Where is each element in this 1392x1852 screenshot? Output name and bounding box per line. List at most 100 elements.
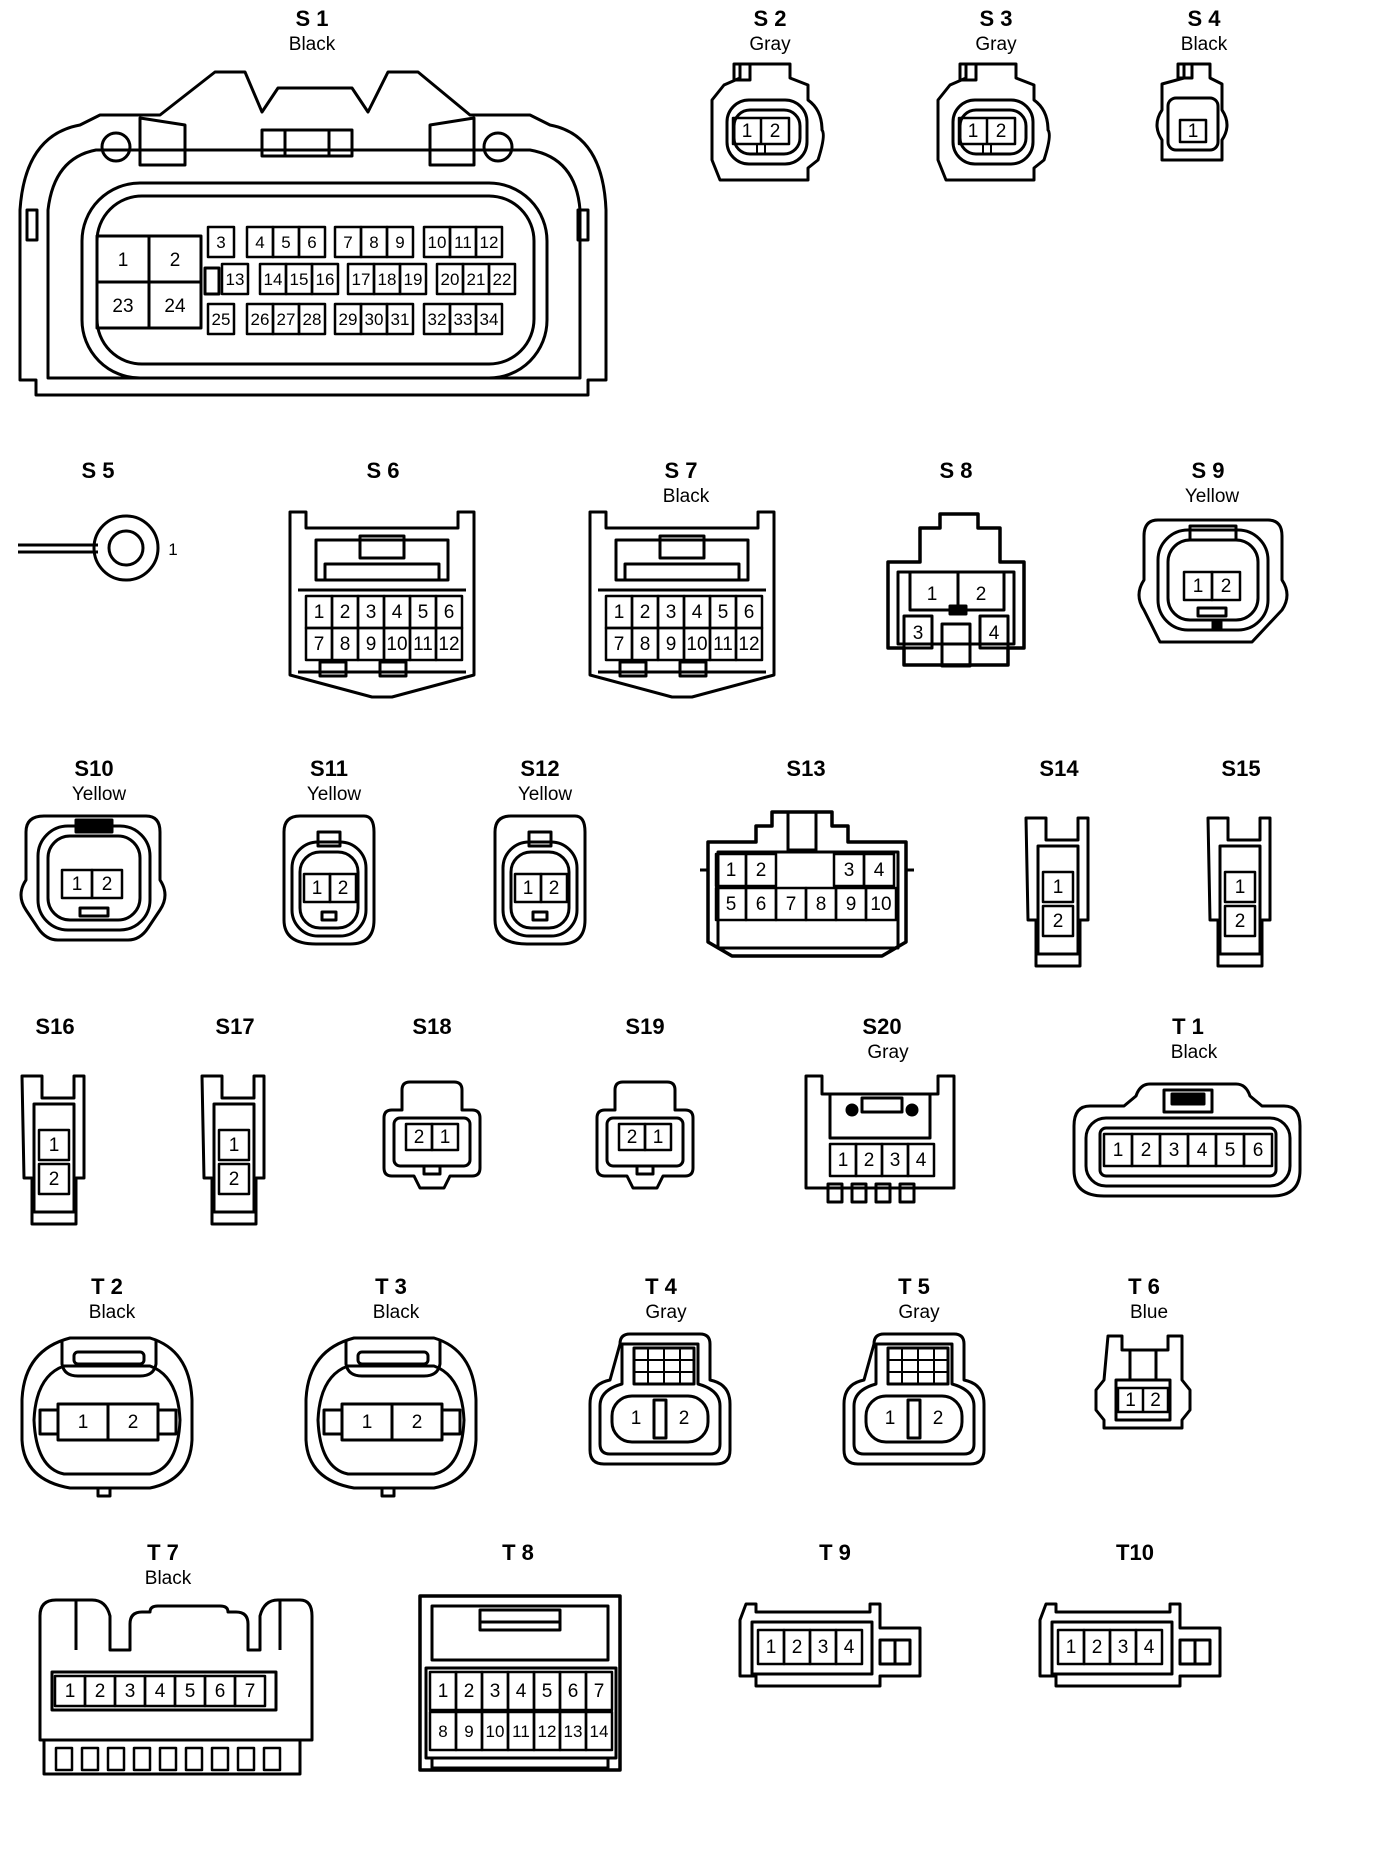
connector-label: S 5 xyxy=(81,458,114,483)
connector-label: S 1 xyxy=(295,6,328,31)
pin-label: 6 xyxy=(307,233,316,252)
connector-s3: S 3 Gray xyxy=(936,6,1051,182)
connector-color: Gray xyxy=(645,1302,687,1323)
pin-cell xyxy=(385,302,415,336)
pin-label: 8 xyxy=(340,634,351,655)
connector-label: S20 xyxy=(862,1014,901,1039)
pin-label: 4 xyxy=(874,860,885,881)
pin-cell xyxy=(487,262,517,296)
connector-color: Black xyxy=(373,1302,420,1323)
connector-s15: S15 xyxy=(1206,756,1272,968)
pin-cell xyxy=(310,262,340,296)
pin-label: 29 xyxy=(339,310,358,329)
pin-label: 3 xyxy=(844,860,855,881)
pin-label: 1 xyxy=(168,540,177,559)
pin-label: 10 xyxy=(386,634,407,655)
pin-label: 7 xyxy=(594,1681,605,1702)
pin-label: 2 xyxy=(770,121,781,142)
pin-cell xyxy=(1210,570,1242,602)
pin-label: 2 xyxy=(95,1681,106,1702)
connector-t2: T 2 Black xyxy=(20,1274,194,1498)
pin-label: 4 xyxy=(392,602,403,623)
pin-label: 4 xyxy=(916,1150,927,1171)
terminal-foot xyxy=(80,1746,100,1772)
pin-label: 1 xyxy=(968,121,979,142)
pin-label: 5 xyxy=(1225,1140,1236,1161)
connector-t9: T 9 xyxy=(738,1540,922,1688)
pin-label: 17 xyxy=(352,270,371,289)
connector-label: S13 xyxy=(786,756,825,781)
pin-label: 1 xyxy=(726,860,737,881)
pin-label: 15 xyxy=(290,270,309,289)
pin-label: 1 xyxy=(1193,576,1204,597)
pin-label: 1 xyxy=(614,602,625,623)
terminal-foot xyxy=(54,1746,74,1772)
pin-label: 1 xyxy=(523,878,534,899)
connector-label: S15 xyxy=(1221,756,1260,781)
connector-s16: S16 xyxy=(20,1014,86,1226)
connector-color: Yellow xyxy=(72,784,127,805)
pin-label: 1 xyxy=(1113,1140,1124,1161)
pin-label: 2 xyxy=(170,250,181,271)
connector-label: S 9 xyxy=(1191,458,1224,483)
connector-color: Yellow xyxy=(518,784,573,805)
pin-label: 11 xyxy=(512,1722,530,1741)
terminal-foot xyxy=(106,1746,126,1772)
pin-label: 6 xyxy=(756,894,767,915)
pin-label: 19 xyxy=(404,270,423,289)
pin-label: 3 xyxy=(1169,1140,1180,1161)
terminal-foot xyxy=(210,1746,230,1772)
connector-label: S12 xyxy=(520,756,559,781)
pin-label: 1 xyxy=(118,250,129,271)
pin-cell xyxy=(834,1628,864,1666)
connector-s2: S 2 Gray xyxy=(710,6,825,182)
pin-label: 1 xyxy=(65,1681,76,1702)
connector-color: Black xyxy=(1171,1042,1218,1063)
pin-label: 4 xyxy=(155,1681,166,1702)
pin-label: 1 xyxy=(927,584,938,605)
connector-color: Yellow xyxy=(307,784,362,805)
connector-s5: S 5 1 xyxy=(18,458,178,582)
pin-label: 2 xyxy=(792,1637,803,1658)
pin-label: 1 xyxy=(72,874,83,895)
connector-s20: S20 Gray xyxy=(804,1014,956,1204)
connector-label: S17 xyxy=(215,1014,254,1039)
pin-label: 4 xyxy=(1197,1140,1208,1161)
terminal-foot xyxy=(132,1746,152,1772)
pin-cell xyxy=(906,1142,936,1178)
connector-label: T10 xyxy=(1116,1540,1154,1565)
pin-label: 9 xyxy=(395,233,404,252)
connector-label: S14 xyxy=(1039,756,1079,781)
terminal-feet xyxy=(54,1746,282,1772)
connector-label: S 7 xyxy=(664,458,697,483)
pin-label: 4 xyxy=(692,602,703,623)
pin-label: 1 xyxy=(78,1412,89,1433)
pin-label: 1 xyxy=(49,1135,60,1156)
pin-label: 4 xyxy=(844,1637,855,1658)
pin-label: 20 xyxy=(441,270,460,289)
pin-cell xyxy=(474,302,504,336)
connector-label: T 7 xyxy=(147,1540,179,1565)
pin-label: 2 xyxy=(627,1127,638,1148)
pin-label: 7 xyxy=(343,233,352,252)
pin-label: 13 xyxy=(564,1722,583,1741)
connector-label: T 4 xyxy=(645,1274,678,1299)
connector-label: T 2 xyxy=(91,1274,123,1299)
pin-label: 3 xyxy=(666,602,677,623)
pin-label: 2 xyxy=(864,1150,875,1171)
pin-label: 9 xyxy=(846,894,857,915)
pin-label: 3 xyxy=(125,1681,136,1702)
connector-t10: T10 xyxy=(1038,1540,1222,1688)
pin-label: 1 xyxy=(229,1135,240,1156)
connector-label: S18 xyxy=(412,1014,451,1039)
connector-label: T 5 xyxy=(898,1274,930,1299)
connector-t6: T 6 Blue xyxy=(1094,1274,1192,1430)
pin-label: 26 xyxy=(251,310,270,329)
pin-label: 18 xyxy=(378,270,397,289)
pin-label: 1 xyxy=(838,1150,849,1171)
connector-label: S19 xyxy=(625,1014,664,1039)
connector-label: S10 xyxy=(74,756,113,781)
pin-cell xyxy=(1134,1628,1164,1666)
connector-color: Black xyxy=(289,34,336,55)
pin-label: 3 xyxy=(216,233,225,252)
